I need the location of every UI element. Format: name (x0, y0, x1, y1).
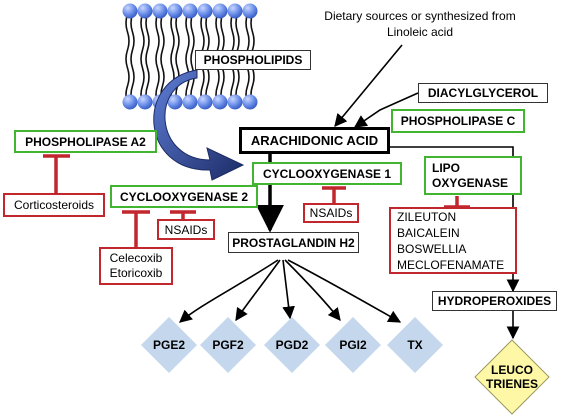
lipid-head (212, 3, 228, 19)
lipid-head (197, 94, 213, 110)
dietary-line-2: Linoleic acid (386, 25, 454, 39)
list-item: ZILEUTON (397, 209, 457, 224)
list-item: MECLOFENAMATE (397, 257, 505, 272)
product-label: PGI2 (339, 338, 367, 352)
list-item: Celecoxib (109, 251, 163, 265)
product-label: TX (407, 338, 423, 352)
leuco-line-2: TRIENES (485, 377, 538, 391)
phospholipids-label: PHOSPHOLIPIDS (195, 50, 311, 70)
list-item: BOSWELLIA (397, 241, 467, 256)
product-label: PGF2 (212, 338, 244, 352)
list-item: BAICALEIN (397, 225, 460, 240)
cyclooxygenase-1-node: CYCLOOXYGENASE 1 (252, 162, 402, 185)
phospholipase-a2-node: PHOSPHOLIPASE A2 (14, 130, 157, 153)
prostaglandin-h2-node: PROSTAGLANDIN H2 (228, 232, 359, 253)
product-pgf2: PGF2 (199, 316, 257, 374)
lipid-head (167, 3, 183, 19)
lipid-tail (155, 13, 160, 102)
arachidonic-acid-node: ARACHIDONIC ACID (239, 127, 390, 154)
dietary-line-1: Dietary sources or synthesized from (324, 9, 516, 23)
cox2-inhibitors-list: Celecoxib Etoricoxib (99, 247, 173, 285)
lipid-head (227, 94, 243, 110)
nsaids-cox1-inhibitor: NSAIDs (303, 203, 359, 223)
lipid-head (197, 3, 213, 19)
lipid-head (212, 94, 228, 110)
cyclooxygenase-2-node: CYCLOOXYGENASE 2 (110, 185, 258, 208)
curved-arrow-icon (153, 69, 245, 181)
lipid-head (122, 94, 138, 110)
dietary-sources-note: Dietary sources or synthesized from Lino… (300, 8, 540, 40)
lipid-tail (140, 13, 145, 102)
product-label: PGD2 (275, 338, 309, 352)
phospholipase-c-node: PHOSPHOLIPASE C (391, 109, 525, 133)
lipid-tail (190, 13, 195, 102)
lipoxygenase-node: LIPO OXYGENASE (424, 156, 522, 195)
hydroperoxides-node: HYDROPEROXIDES (432, 291, 557, 311)
lipid-head (182, 3, 198, 19)
product-label: PGE2 (152, 338, 185, 352)
lipoxygenase-inhibitors-list: ZILEUTON BAICALEIN BOSWELLIA MECLOFENAMA… (389, 207, 517, 274)
product-pgi2: PGI2 (324, 316, 382, 374)
lipid-head (242, 3, 258, 19)
lipid-head (167, 94, 183, 110)
list-item: Etoricoxib (109, 266, 163, 280)
lipo-line-2: OXYGENASE (432, 175, 509, 190)
corticosteroids-inhibitor: Corticosteroids (3, 193, 105, 217)
diacylglycerol-node: DIACYLGLYCEROL (418, 83, 548, 103)
lipid-tail (130, 13, 135, 102)
nsaids-cox2-inhibitor: NSAIDs (157, 219, 215, 240)
leuco-line-1: LEUCO (491, 363, 533, 377)
lipid-tail (145, 13, 150, 102)
lipid-head (152, 3, 168, 19)
lipid-tail (125, 13, 130, 102)
lipid-head (182, 94, 198, 110)
product-pge2: PGE2 (140, 316, 198, 374)
lipid-head (227, 3, 243, 19)
lipid-head (242, 94, 258, 110)
lipid-head (122, 3, 138, 19)
lipo-line-1: LIPO (432, 160, 461, 175)
lipid-tail (185, 13, 190, 102)
lipid-head (137, 94, 153, 110)
product-tx: TX (386, 316, 444, 374)
leukotrienes-node: LEUCO TRIENES (474, 339, 550, 415)
lipid-head (137, 3, 153, 19)
product-pgd2: PGD2 (263, 316, 321, 374)
lipid-tail (160, 13, 165, 102)
